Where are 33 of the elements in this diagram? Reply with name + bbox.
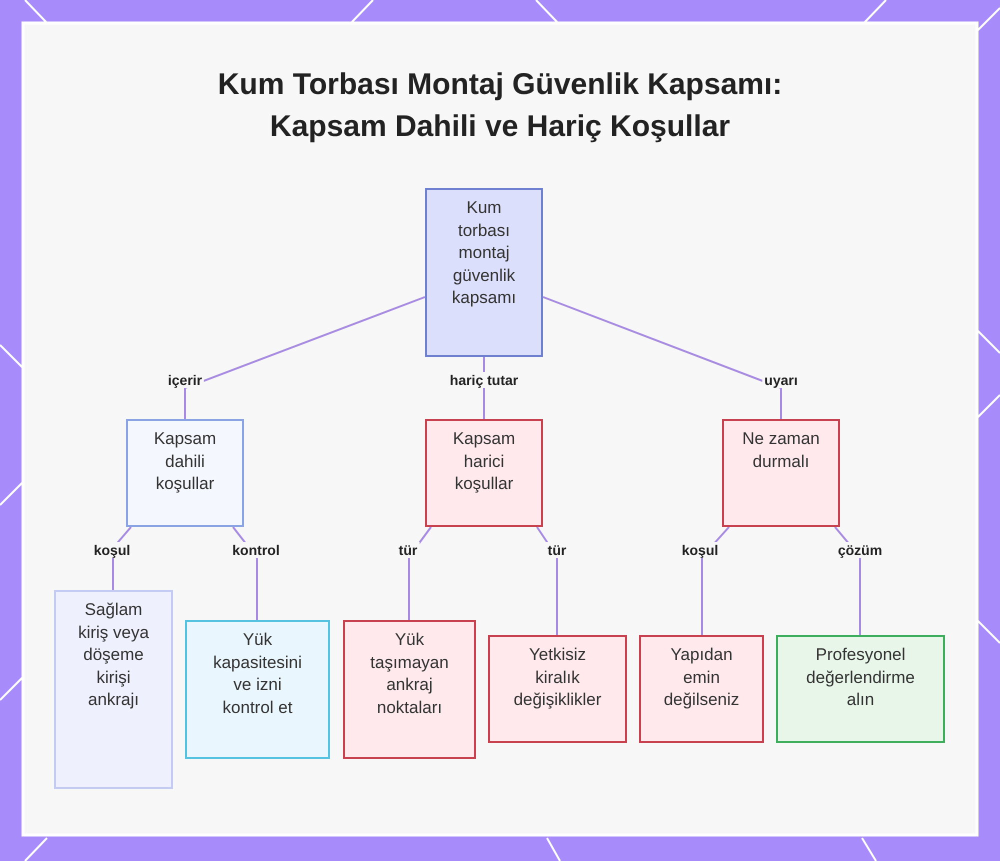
- item-box: [488, 635, 627, 743]
- node-label: Yük taşımayan ankraj noktaları: [369, 629, 450, 718]
- node-label: Yapıdan emin değilseniz: [662, 644, 740, 711]
- connector-line: [184, 296, 426, 419]
- topic-box: [425, 188, 543, 357]
- edge-label: koşul: [92, 542, 132, 558]
- edge-label: kontrol: [230, 542, 282, 558]
- node-label: Sağlam kiriş veya döşeme kirişi ankrajı: [77, 599, 150, 711]
- category-box: [126, 419, 244, 527]
- edge-label: çözüm: [836, 542, 884, 558]
- connector-line: [408, 526, 432, 620]
- category-box: [722, 419, 840, 527]
- node-label: Ne zaman durmalı: [741, 428, 821, 472]
- category-box: [425, 419, 543, 527]
- item-box: [185, 620, 330, 759]
- edge-label: tür: [396, 542, 420, 558]
- node-label: Kapsam dahili koşullar: [152, 428, 218, 495]
- node-label: Kapsam harici koşullar: [452, 428, 516, 495]
- connector-line: [542, 296, 782, 419]
- node-label: Kum torbası montaj güvenlik kapsamı: [450, 197, 518, 309]
- item-box: [54, 590, 173, 789]
- diagram-title: Kum Torbası Montaj Güvenlik Kapsamı: Kapsam Dahili ve Hariç Koşullar: [216, 67, 784, 145]
- edge-label: tür: [546, 542, 568, 558]
- edge-label: koşul: [680, 542, 720, 558]
- item-box: [343, 620, 476, 759]
- node-label: Yetkisiz kiralık değişiklikler: [512, 644, 602, 711]
- node-label: Yük kapasitesini ve izni kontrol et: [212, 629, 303, 718]
- connector-line: [536, 526, 558, 635]
- item-box: [776, 635, 945, 743]
- node-label: Profesyonel değerlendirme alın: [805, 644, 916, 711]
- item-box: [639, 635, 764, 743]
- edge-label: içerir: [166, 372, 204, 388]
- edge-label: hariç tutar: [448, 372, 520, 388]
